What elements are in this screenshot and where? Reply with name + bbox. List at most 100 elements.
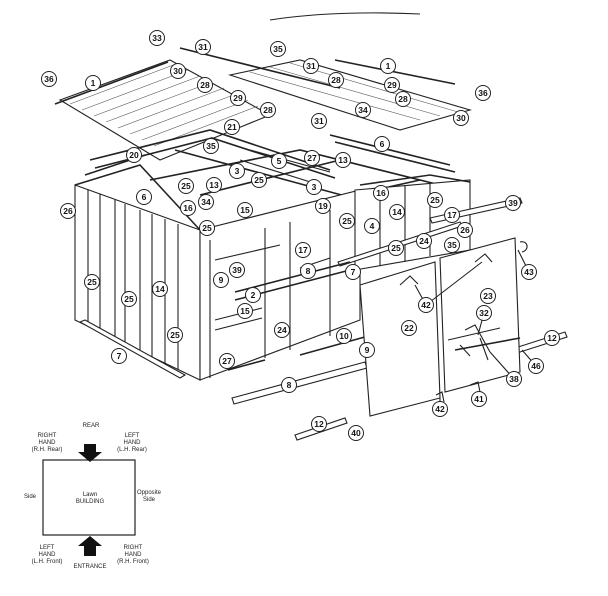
part-callout: 7 [345, 264, 361, 280]
part-callout-number: 1 [386, 61, 391, 71]
part-callout-circle [521, 264, 537, 280]
part-callout-number: 25 [430, 195, 440, 205]
part-callout-number: 22 [404, 323, 414, 333]
part-callout-number: 13 [338, 155, 348, 165]
part-callout-number: 6 [142, 192, 147, 202]
part-callout-number: 20 [129, 150, 139, 160]
part-callout-number: 35 [447, 240, 457, 250]
orient-bottom-right-3: (R.H. Front) [117, 559, 149, 565]
roof-panel-left [54, 59, 272, 161]
part-callout-circle [149, 30, 165, 46]
part-callout-circle [136, 189, 152, 205]
roof-panel-right [179, 47, 472, 131]
part-callout-circle [121, 291, 137, 307]
part-callout: 25 [121, 291, 137, 307]
part-callout: 1 [85, 75, 101, 91]
part-callout: 13 [206, 177, 222, 193]
part-callout-circle [336, 328, 352, 344]
top-edge-line [269, 12, 421, 21]
part-callout-number: 25 [254, 175, 264, 185]
part-callout-circle [544, 330, 560, 346]
part-callout-circle [237, 202, 253, 218]
part-callout-circle [444, 207, 460, 223]
part-callout-number: 33 [152, 33, 162, 43]
part-callout: 25 [388, 240, 404, 256]
part-callout-circle [311, 416, 327, 432]
part-callout-circle [41, 71, 57, 87]
part-callout-number: 24 [277, 325, 287, 335]
part-callout: 29 [384, 77, 400, 93]
part-callout: 32 [476, 305, 492, 321]
part-callout-circle [311, 113, 327, 129]
part-callout: 19 [315, 198, 331, 214]
part-callout-number: 28 [331, 75, 341, 85]
part-callout-number: 5 [277, 156, 282, 166]
part-callout: 24 [274, 322, 290, 338]
part-callout: 8 [281, 377, 297, 393]
part-callout-circle [197, 77, 213, 93]
part-callout-number: 25 [391, 243, 401, 253]
part-callout: 13 [335, 152, 351, 168]
part-callout-circle [388, 240, 404, 256]
orientation-key: REAR RIGHT HAND (R.H. Rear) LEFT HAND (L… [24, 423, 162, 570]
part-callout: 28 [328, 72, 344, 88]
part-callout-circle [224, 119, 240, 135]
part-callout-number: 29 [233, 93, 243, 103]
part-callout-circle [480, 288, 496, 304]
part-callout: 8 [300, 263, 316, 279]
orient-right-hand: RIGHT [38, 433, 57, 439]
part-callout: 42 [432, 401, 448, 417]
part-callout-number: 26 [460, 225, 470, 235]
part-callout: 22 [401, 320, 417, 336]
rear-arrow-icon [78, 444, 102, 462]
part-callout: 31 [303, 58, 319, 74]
part-callout-circle [198, 194, 214, 210]
part-callout: 28 [197, 77, 213, 93]
part-callout: 9 [359, 342, 375, 358]
part-callout-circle [229, 163, 245, 179]
part-callout-number: 9 [219, 275, 224, 285]
part-callout: 26 [457, 222, 473, 238]
part-callout-circle [295, 242, 311, 258]
part-callout: 10 [336, 328, 352, 344]
part-callout-number: 3 [312, 182, 317, 192]
part-callout: 21 [224, 119, 240, 135]
part-callout: 14 [152, 281, 168, 297]
part-callout-circle [84, 274, 100, 290]
part-callout-number: 27 [222, 356, 232, 366]
part-callout-circle [306, 179, 322, 195]
part-callout-number: 25 [124, 294, 134, 304]
part-callout-number: 25 [87, 277, 97, 287]
part-callout-circle [260, 102, 276, 118]
part-callout: 17 [444, 207, 460, 223]
orient-side: Side [24, 494, 37, 500]
part-callout-circle [395, 91, 411, 107]
part-callout: 39 [229, 262, 245, 278]
part-callout-circle [303, 58, 319, 74]
part-callout: 23 [480, 288, 496, 304]
part-callout: 16 [373, 185, 389, 201]
part-callout-number: 35 [206, 141, 216, 151]
entrance-arrow-icon [78, 536, 102, 556]
part-callout-circle [401, 320, 417, 336]
part-callout: 39 [505, 195, 521, 211]
part-callout-number: 17 [298, 245, 308, 255]
part-callout: 36 [475, 85, 491, 101]
part-callout: 43 [521, 264, 537, 280]
part-callout-number: 13 [209, 180, 219, 190]
part-callout-number: 36 [478, 88, 488, 98]
part-callout-circle [152, 281, 168, 297]
part-callout-circle [373, 185, 389, 201]
part-callout-number: 41 [474, 394, 484, 404]
part-callout-number: 25 [202, 223, 212, 233]
part-callout-number: 34 [358, 105, 368, 115]
part-callout-number: 42 [435, 404, 445, 414]
part-callout-circle [384, 77, 400, 93]
orient-left-hand-2: HAND [123, 440, 141, 446]
part-callout: 15 [237, 303, 253, 319]
orient-bottom-left-3: (L.H. Front) [32, 559, 63, 565]
part-callout: 34 [355, 102, 371, 118]
part-callout-number: 26 [63, 206, 73, 216]
part-callout-number: 30 [456, 113, 466, 123]
part-callout: 28 [260, 102, 276, 118]
